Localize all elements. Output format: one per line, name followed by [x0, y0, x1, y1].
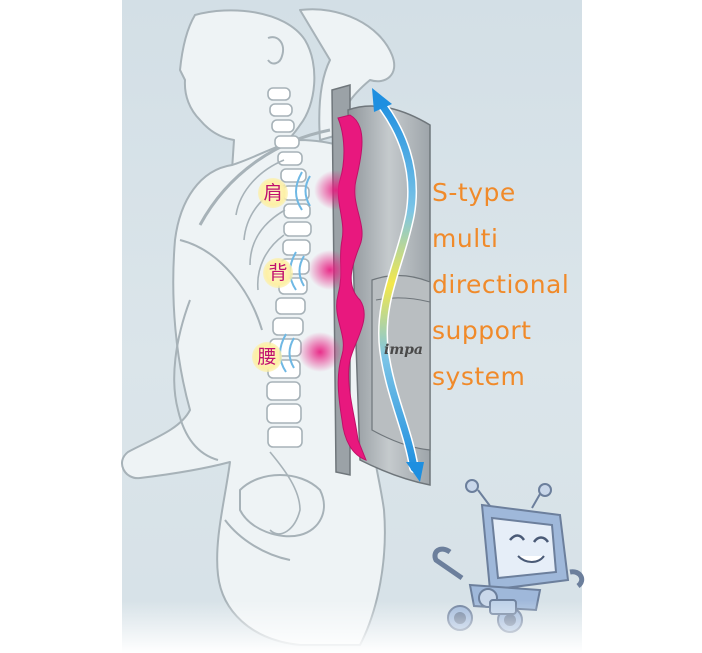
caption-line: directional	[432, 270, 570, 299]
s-curve-arrow-icon	[372, 88, 424, 482]
caption-line: multi	[432, 224, 499, 253]
backpack-brand-text: impa	[384, 342, 423, 358]
pressure-glow-icons	[279, 170, 358, 373]
zone-label-waist: 腰	[252, 342, 282, 372]
zone-label-back: 背	[263, 258, 293, 288]
support-system-caption: S-type multi directional support system	[432, 170, 582, 400]
caption-line: S-type	[432, 178, 516, 207]
caption-line: support	[432, 316, 532, 345]
zone-label-shoulder: 肩	[258, 178, 288, 208]
bottom-fade	[122, 600, 582, 653]
caption-line: system	[432, 362, 526, 391]
